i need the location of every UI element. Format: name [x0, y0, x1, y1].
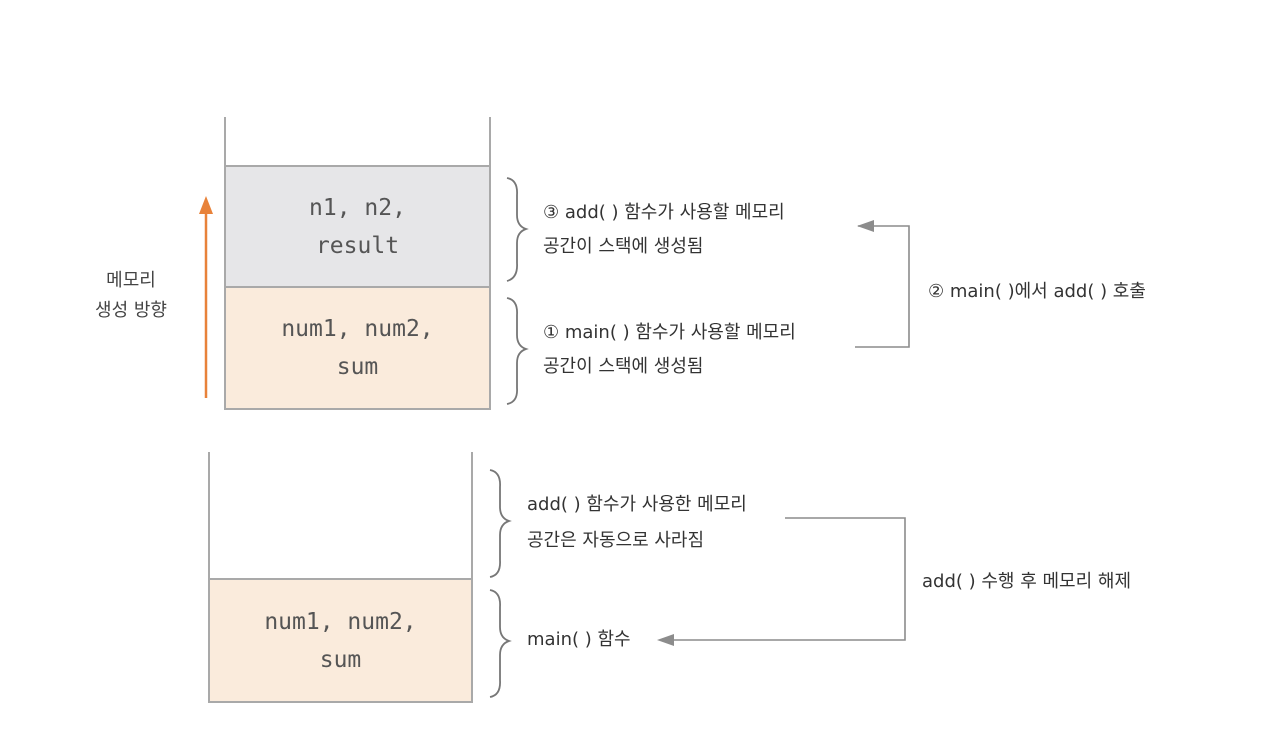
main-frame-line1: num1, num2, [281, 316, 434, 342]
brace-main-after-icon [489, 589, 512, 698]
memory-growth-label-line1: 메모리 [106, 270, 156, 291]
main-frame-variables: num1, num2, sum [225, 310, 490, 386]
main-frame-after-line2: sum [319, 647, 362, 673]
brace-add-frame-icon [506, 177, 529, 282]
main-frame-after-line1: num1, num2, [264, 609, 417, 635]
add-created-line2: 공간이 스택에 생성됨 [543, 236, 704, 257]
add-frame-box [224, 165, 491, 288]
release-connector [660, 517, 906, 641]
add-released-line1: add( ) 함수가 사용한 메모리 [527, 494, 747, 515]
call-connector [855, 225, 910, 348]
main-created-line1: ① main( ) 함수가 사용할 메모리 [543, 322, 796, 343]
add-frame-line1: n1, n2, [309, 195, 406, 221]
main-frame-after-variables: num1, num2, sum [209, 603, 472, 679]
main-frame-box [224, 286, 491, 410]
stack-before [224, 117, 491, 410]
main-frame-line2: sum [336, 354, 379, 380]
growth-arrowhead-icon [199, 196, 213, 214]
brace-released-area-icon [489, 469, 512, 578]
add-frame-line2: result [315, 233, 400, 259]
add-released-note: add( ) 함수가 사용한 메모리 공간은 자동으로 사라짐 [527, 487, 747, 559]
release-note: add( ) 수행 후 메모리 해제 [922, 571, 1132, 592]
add-created-note: ③ add( ) 함수가 사용할 메모리 공간이 스택에 생성됨 [543, 196, 785, 264]
brace-main-frame-icon [506, 297, 529, 405]
add-released-line2: 공간은 자동으로 사라짐 [527, 530, 705, 551]
release-arrowhead-icon [657, 634, 674, 646]
main-created-note: ① main( ) 함수가 사용할 메모리 공간이 스택에 생성됨 [543, 316, 796, 384]
add-frame-variables: n1, n2, result [225, 189, 490, 265]
main-remaining-note: main( ) 함수 [527, 629, 631, 650]
memory-growth-label: 메모리 생성 방향 [76, 266, 186, 326]
main-frame-box-after [208, 578, 473, 703]
main-created-line2: 공간이 스택에 생성됨 [543, 356, 704, 377]
call-arrowhead-icon [857, 220, 874, 232]
add-created-line1: ③ add( ) 함수가 사용할 메모리 [543, 202, 785, 223]
stack-after [208, 452, 473, 703]
call-note: ② main( )에서 add( ) 호출 [928, 281, 1146, 302]
memory-growth-label-line2: 생성 방향 [95, 300, 167, 321]
